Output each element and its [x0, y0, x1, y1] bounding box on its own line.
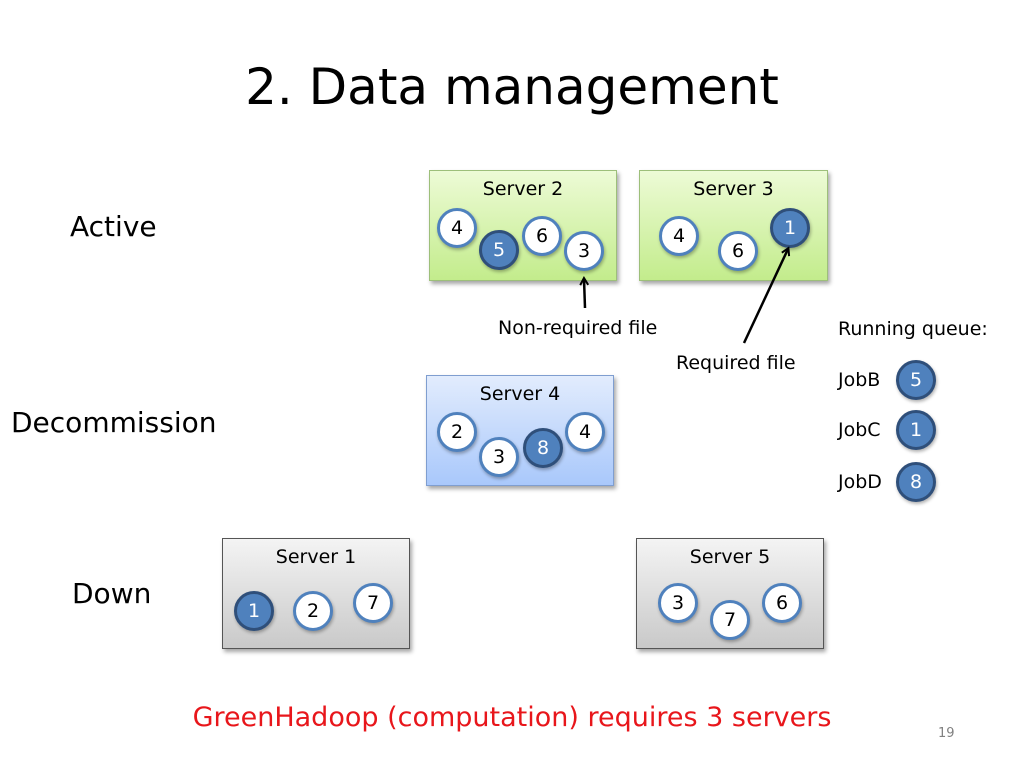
server-5-box: Server 5 3 7 6 — [636, 538, 824, 649]
file-circle-required: 1 — [234, 591, 274, 631]
server-3-box: Server 3 4 1 6 — [639, 170, 828, 281]
file-circle: 6 — [718, 231, 758, 271]
queue-job-name: JobC — [838, 419, 881, 441]
queue-file-circle: 5 — [896, 360, 936, 400]
file-circle-required: 5 — [479, 230, 519, 270]
row-label-down: Down — [72, 577, 152, 610]
file-circle: 4 — [659, 216, 699, 256]
file-circle: 3 — [479, 437, 519, 477]
queue-job-name: JobB — [838, 369, 881, 391]
server-2-box: Server 2 4 5 6 3 — [429, 170, 617, 281]
server-1-box: Server 1 1 2 7 — [222, 538, 410, 649]
row-label-decommission: Decommission — [11, 406, 217, 439]
server-5-name: Server 5 — [689, 546, 771, 568]
file-circle: 4 — [565, 412, 605, 452]
running-queue-title: Running queue: — [838, 318, 988, 340]
required-file-label: Required file — [676, 352, 796, 374]
file-circle: 3 — [564, 231, 604, 271]
arrow-non-required — [584, 279, 585, 309]
server-1-name: Server 1 — [275, 546, 357, 568]
file-circle: 7 — [710, 600, 750, 640]
file-circle: 2 — [437, 412, 477, 452]
file-circle: 3 — [658, 583, 698, 623]
file-circle: 6 — [762, 583, 802, 623]
queue-item: JobC 1 — [838, 410, 948, 452]
server-4-box: Server 4 2 3 8 4 — [426, 375, 614, 486]
file-circle: 4 — [437, 208, 477, 248]
file-circle: 6 — [522, 216, 562, 256]
queue-file-circle: 8 — [896, 462, 936, 502]
file-circle: 2 — [293, 591, 333, 631]
file-circle-required: 1 — [770, 208, 810, 248]
non-required-file-label: Non-required file — [498, 317, 658, 339]
server-4-name: Server 4 — [479, 383, 561, 405]
page-title: 2. Data management — [245, 58, 779, 116]
file-circle: 7 — [353, 583, 393, 623]
queue-item: JobB 5 — [838, 360, 948, 402]
server-2-name: Server 2 — [482, 178, 564, 200]
file-circle-required: 8 — [523, 428, 563, 468]
queue-file-circle: 1 — [896, 410, 936, 450]
queue-job-name: JobD — [838, 471, 882, 493]
page-number: 19 — [938, 726, 955, 741]
footer-note: GreenHadoop (computation) requires 3 ser… — [192, 702, 832, 733]
server-3-name: Server 3 — [693, 178, 774, 200]
row-label-active: Active — [70, 210, 157, 243]
queue-item: JobD 8 — [838, 462, 948, 504]
